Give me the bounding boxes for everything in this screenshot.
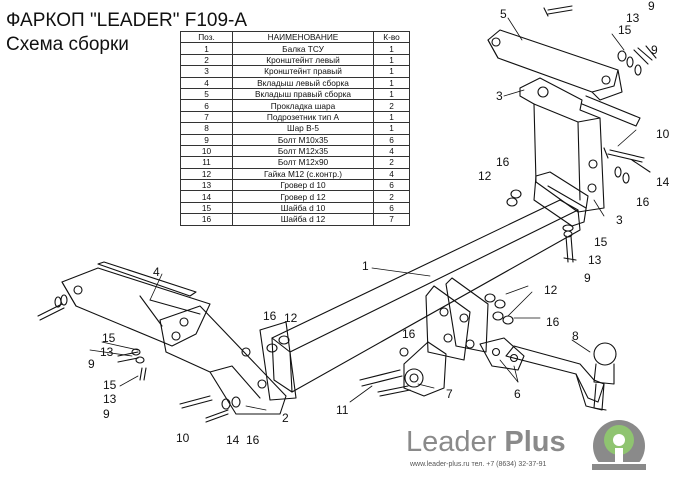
contact-line: www.leader-plus.ru тел. +7 (8634) 32-37-… bbox=[410, 461, 547, 468]
callout-label: 13 bbox=[588, 253, 602, 267]
callout-label: 16 bbox=[496, 155, 510, 169]
callout-label: 12 bbox=[544, 283, 558, 297]
part-main-beam bbox=[259, 171, 589, 401]
cell-qty: 1 bbox=[373, 42, 410, 55]
callout-label: 9 bbox=[651, 43, 658, 57]
part-left-bracket bbox=[159, 305, 287, 415]
parts-table-header: Поз. НАИМЕНОВАНИЕ К-во bbox=[180, 30, 410, 44]
callout-label: 13 bbox=[100, 345, 114, 359]
callout-label: 3 bbox=[616, 213, 623, 227]
header-name: НАИМЕНОВАНИЕ bbox=[232, 30, 374, 44]
callout-label: 16 bbox=[263, 309, 277, 323]
callout-label: 2 bbox=[282, 411, 289, 425]
bolt-group bbox=[37, 5, 657, 423]
callout-label: 15 bbox=[618, 23, 632, 37]
callout-label: 13 bbox=[103, 392, 117, 406]
part-right-bracket bbox=[519, 77, 605, 213]
part-right-insert bbox=[487, 29, 641, 127]
part-socket-holder bbox=[403, 341, 447, 397]
brand-name-bold: Plus bbox=[504, 426, 566, 458]
callout-label: 16 bbox=[636, 195, 650, 209]
callout-label: 15 bbox=[103, 378, 117, 392]
cell-name: Шайба d 12 bbox=[232, 213, 374, 226]
diagram-subtitle: Схема сборки bbox=[6, 34, 129, 55]
callout-label: 11 bbox=[336, 403, 349, 417]
callout-label: 3 bbox=[496, 89, 503, 103]
callout-label: 12 bbox=[284, 311, 298, 325]
callout-label: 5 bbox=[500, 7, 507, 21]
callout-labels: 9135159310141631612151391412161216816151… bbox=[88, 0, 670, 447]
callout-label: 8 bbox=[572, 329, 579, 343]
cell-name: Балка ТСУ bbox=[232, 42, 374, 55]
callout-label: 1 bbox=[362, 259, 369, 273]
callout-label: 15 bbox=[102, 331, 116, 345]
cell-qty: 7 bbox=[373, 213, 410, 226]
brand-name-light: Leader bbox=[406, 426, 505, 458]
callout-label: 7 bbox=[446, 387, 453, 401]
callout-label: 9 bbox=[88, 357, 95, 371]
callout-label: 9 bbox=[584, 271, 591, 285]
leader-lines bbox=[89, 17, 637, 411]
header-pos: Поз. bbox=[180, 30, 233, 44]
part-ball-neck bbox=[505, 342, 617, 411]
callout-label: 4 bbox=[153, 265, 160, 279]
callout-label: 16 bbox=[246, 433, 260, 447]
callout-label: 9 bbox=[103, 407, 110, 421]
callout-label: 9 bbox=[648, 0, 655, 13]
part-ball-mount-plates bbox=[425, 277, 525, 371]
brand-name: Leader Plus bbox=[406, 426, 566, 458]
callout-label: 10 bbox=[656, 127, 670, 141]
washer-group bbox=[54, 50, 642, 410]
leader-plus-logo-icon bbox=[590, 420, 648, 472]
callout-label: 15 bbox=[594, 235, 608, 249]
callout-label: 16 bbox=[546, 315, 560, 329]
callout-label: 12 bbox=[478, 169, 492, 183]
callout-label: 13 bbox=[626, 11, 640, 25]
part-left-insert bbox=[61, 261, 211, 347]
callout-label: 14 bbox=[656, 175, 670, 189]
callout-label: 16 bbox=[402, 327, 416, 341]
callout-label: 6 bbox=[514, 387, 521, 401]
callout-label: 10 bbox=[176, 431, 190, 445]
callout-label: 14 bbox=[226, 433, 240, 447]
header-qty: К-во bbox=[373, 30, 410, 44]
diagram-title: ФАРКОП "LEADER" F109-A bbox=[6, 10, 248, 31]
